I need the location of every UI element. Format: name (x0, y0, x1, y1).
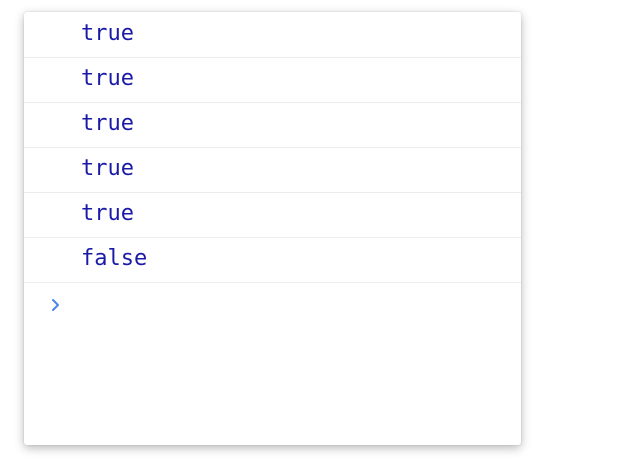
boolean-value: true (81, 156, 134, 181)
boolean-value: true (81, 111, 134, 136)
console-output-row: true (24, 103, 521, 148)
boolean-value: true (81, 66, 134, 91)
console-output-row: false (24, 238, 521, 283)
console-panel: true true true true true false (24, 12, 521, 445)
console-input-prompt[interactable] (24, 283, 521, 327)
boolean-value: false (81, 246, 148, 271)
console-output-row: true (24, 193, 521, 238)
console-output-row: true (24, 148, 521, 193)
console-output-row: true (24, 58, 521, 103)
boolean-value: true (81, 21, 134, 46)
console-output-row: true (24, 12, 521, 58)
console-output-list: true true true true true false (24, 12, 521, 283)
chevron-right-icon (48, 297, 64, 313)
boolean-value: true (81, 201, 134, 226)
